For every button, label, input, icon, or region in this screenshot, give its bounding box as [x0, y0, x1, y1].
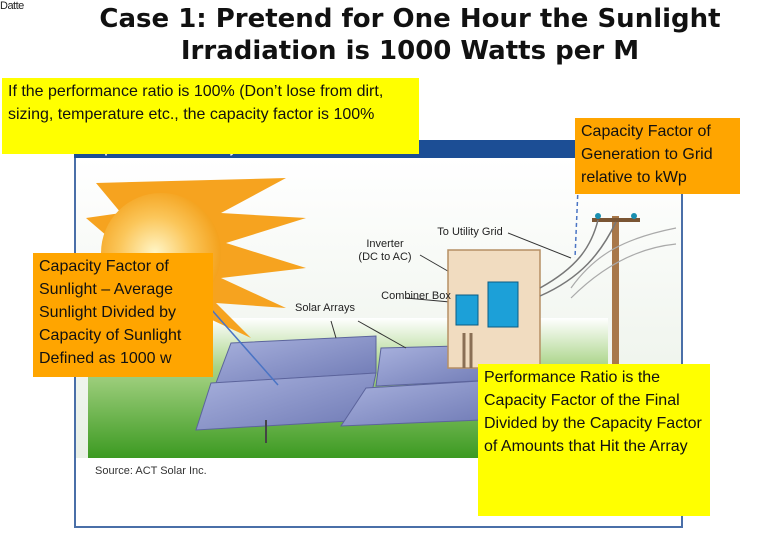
slide-title-line2: Irradiation is 1000 Watts per M: [180, 36, 640, 66]
solar-array-left: [195, 335, 377, 443]
note-performance-ratio: Performance Ratio is the Capacity Factor…: [478, 364, 710, 516]
label-solar-arrays: Solar Arrays: [295, 302, 355, 314]
source-credit: Source: ACT Solar Inc.: [95, 465, 207, 477]
label-utility-grid: To Utility Grid: [437, 226, 503, 238]
label-inverter-desc: (DC to AC): [358, 251, 412, 263]
combiner-box-icon: [455, 294, 479, 326]
utility-pole-icon: [539, 213, 677, 366]
inverter-icon: [487, 281, 519, 328]
note-cf-sunlight: Capacity Factor of Sunlight – Average Su…: [33, 253, 213, 377]
note-cf-grid: Capacity Factor of Generation to Grid re…: [575, 118, 740, 194]
label-inverter: Inverter: [366, 238, 404, 250]
pointer-grid: [574, 187, 579, 259]
pointer-sunlight: [202, 299, 279, 386]
equipment-board: [447, 249, 541, 369]
slide-title-line1: Case 1: Pretend for One Hour the Sunligh…: [99, 4, 721, 34]
note-performance-100: If the performance ratio is 100% (Don’t …: [2, 78, 419, 154]
label-combiner-box: Combiner Box: [381, 290, 451, 302]
corner-text: Datte: [0, 0, 24, 12]
